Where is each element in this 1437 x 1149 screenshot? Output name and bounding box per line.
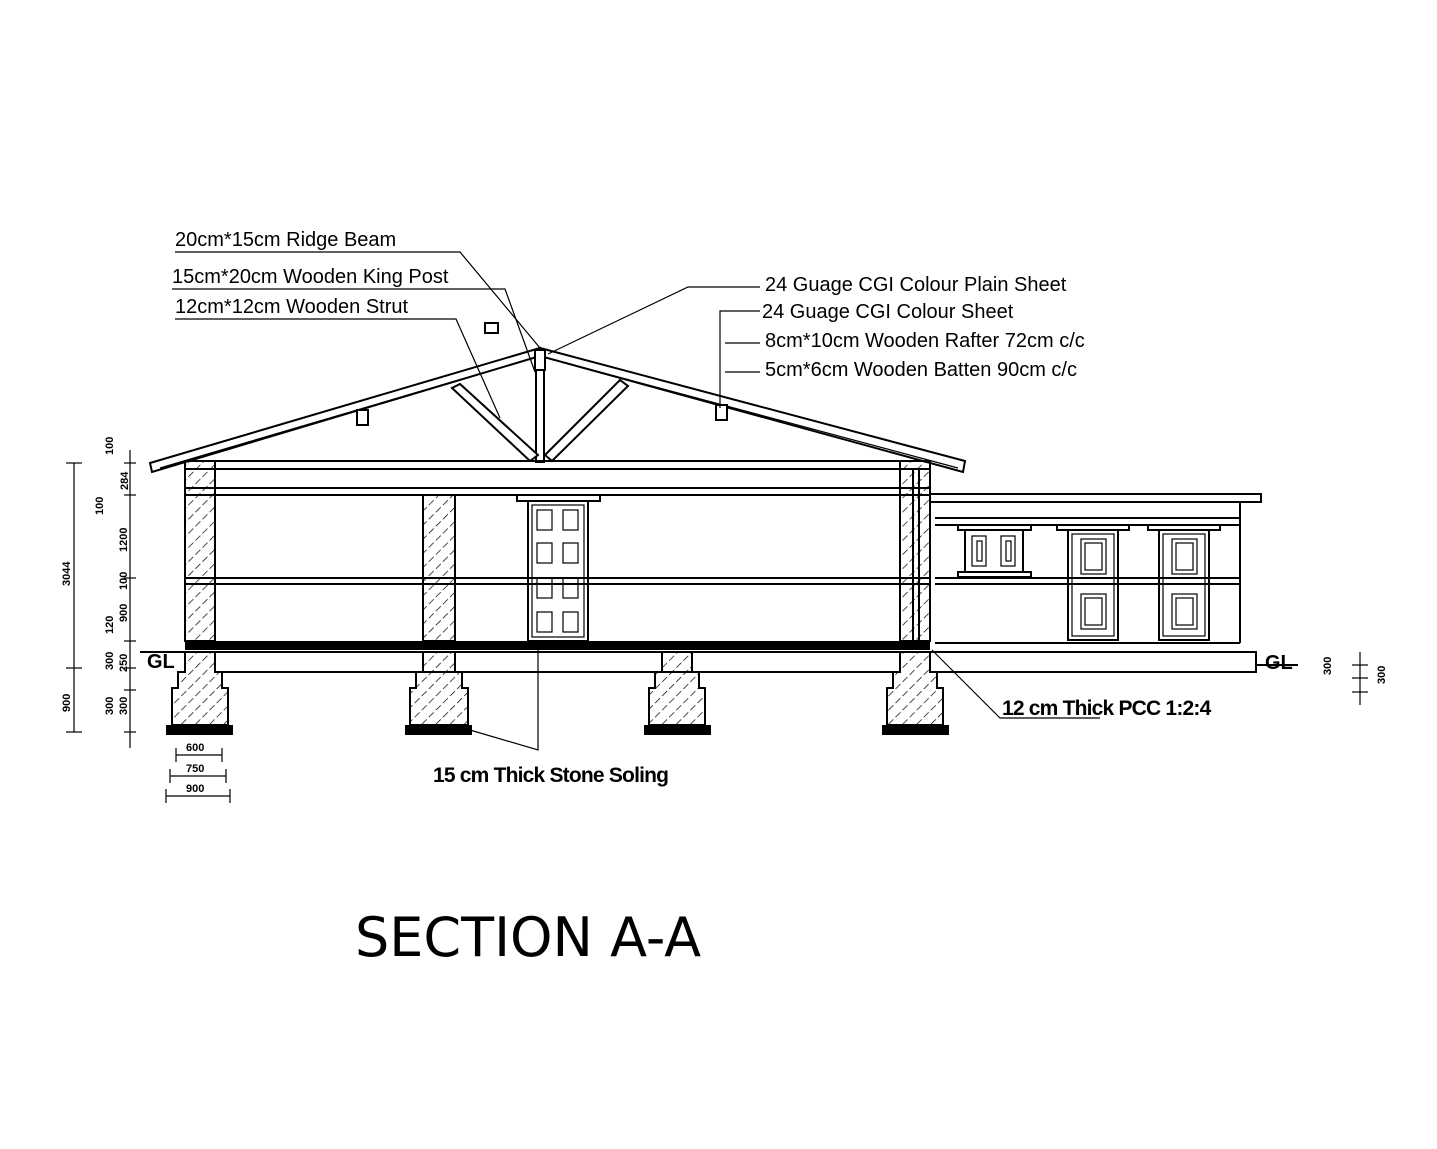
label-plain-sheet: 24 Guage CGI Colour Plain Sheet xyxy=(765,274,1067,296)
king-post xyxy=(535,369,545,463)
dim-chain-4: 100 xyxy=(118,572,130,590)
label-strut: 12cm*12cm Wooden Strut xyxy=(175,296,409,318)
wall-center xyxy=(422,494,456,642)
dim-total: 3044 xyxy=(61,561,73,586)
pcc-slab xyxy=(185,641,930,650)
dim-footing-2: 900 xyxy=(186,783,204,795)
label-gl-left: GL xyxy=(147,651,175,673)
label-colour-sheet: 24 Guage CGI Colour Sheet xyxy=(762,301,1014,323)
label-gl-right: GL xyxy=(1265,652,1293,674)
floor xyxy=(140,641,930,673)
strut-right xyxy=(543,378,630,463)
label-king-post: 15cm*20cm Wooden King Post xyxy=(172,266,449,288)
walls xyxy=(184,460,931,642)
dim-footing-1: 750 xyxy=(186,763,204,775)
dim-footing-0: 600 xyxy=(186,742,204,754)
label-batten: 5cm*6cm Wooden Batten 90cm c/c xyxy=(765,359,1077,381)
batten-block-right xyxy=(715,404,728,421)
batten-block-left xyxy=(356,409,369,426)
roof xyxy=(148,322,967,474)
label-stone-soling: 15 cm Thick Stone Soling xyxy=(433,764,668,787)
label-rafter: 8cm*10cm Wooden Rafter 72cm c/c xyxy=(765,330,1085,352)
dim-chain-10: 300 xyxy=(118,697,130,715)
dim-chain-2: 100 xyxy=(94,497,106,515)
dim-foundation: 900 xyxy=(61,694,73,712)
dim-right-0: 300 xyxy=(1322,657,1334,675)
dim-chain-7: 300 xyxy=(104,652,116,670)
dim-chain-6: 120 xyxy=(104,616,116,634)
dim-right-1: 300 xyxy=(1376,666,1388,684)
dim-chain-0: 100 xyxy=(104,437,116,455)
dim-chain-3: 1200 xyxy=(118,528,130,552)
dim-chain-5: 900 xyxy=(118,604,130,622)
label-ridge-beam: 20cm*15cm Ridge Beam xyxy=(175,229,396,251)
ridge-beam-detail xyxy=(484,322,499,334)
drawing-title: SECTION A-A xyxy=(355,906,701,969)
ridge-beam xyxy=(534,349,546,371)
main-door xyxy=(516,494,601,642)
dim-chain-9: 300 xyxy=(104,697,116,715)
annex xyxy=(929,493,1298,673)
beams xyxy=(184,460,931,585)
strut-left xyxy=(450,382,540,463)
foundations xyxy=(166,651,949,735)
label-pcc: 12 cm Thick PCC 1:2:4 xyxy=(1002,697,1212,720)
leaders xyxy=(172,251,1100,751)
dim-chain-8: 250 xyxy=(118,654,130,672)
wall-left xyxy=(184,460,216,642)
dim-chain-1: 284 xyxy=(119,471,131,490)
wall-right xyxy=(899,460,931,642)
dimensions xyxy=(66,450,1368,803)
